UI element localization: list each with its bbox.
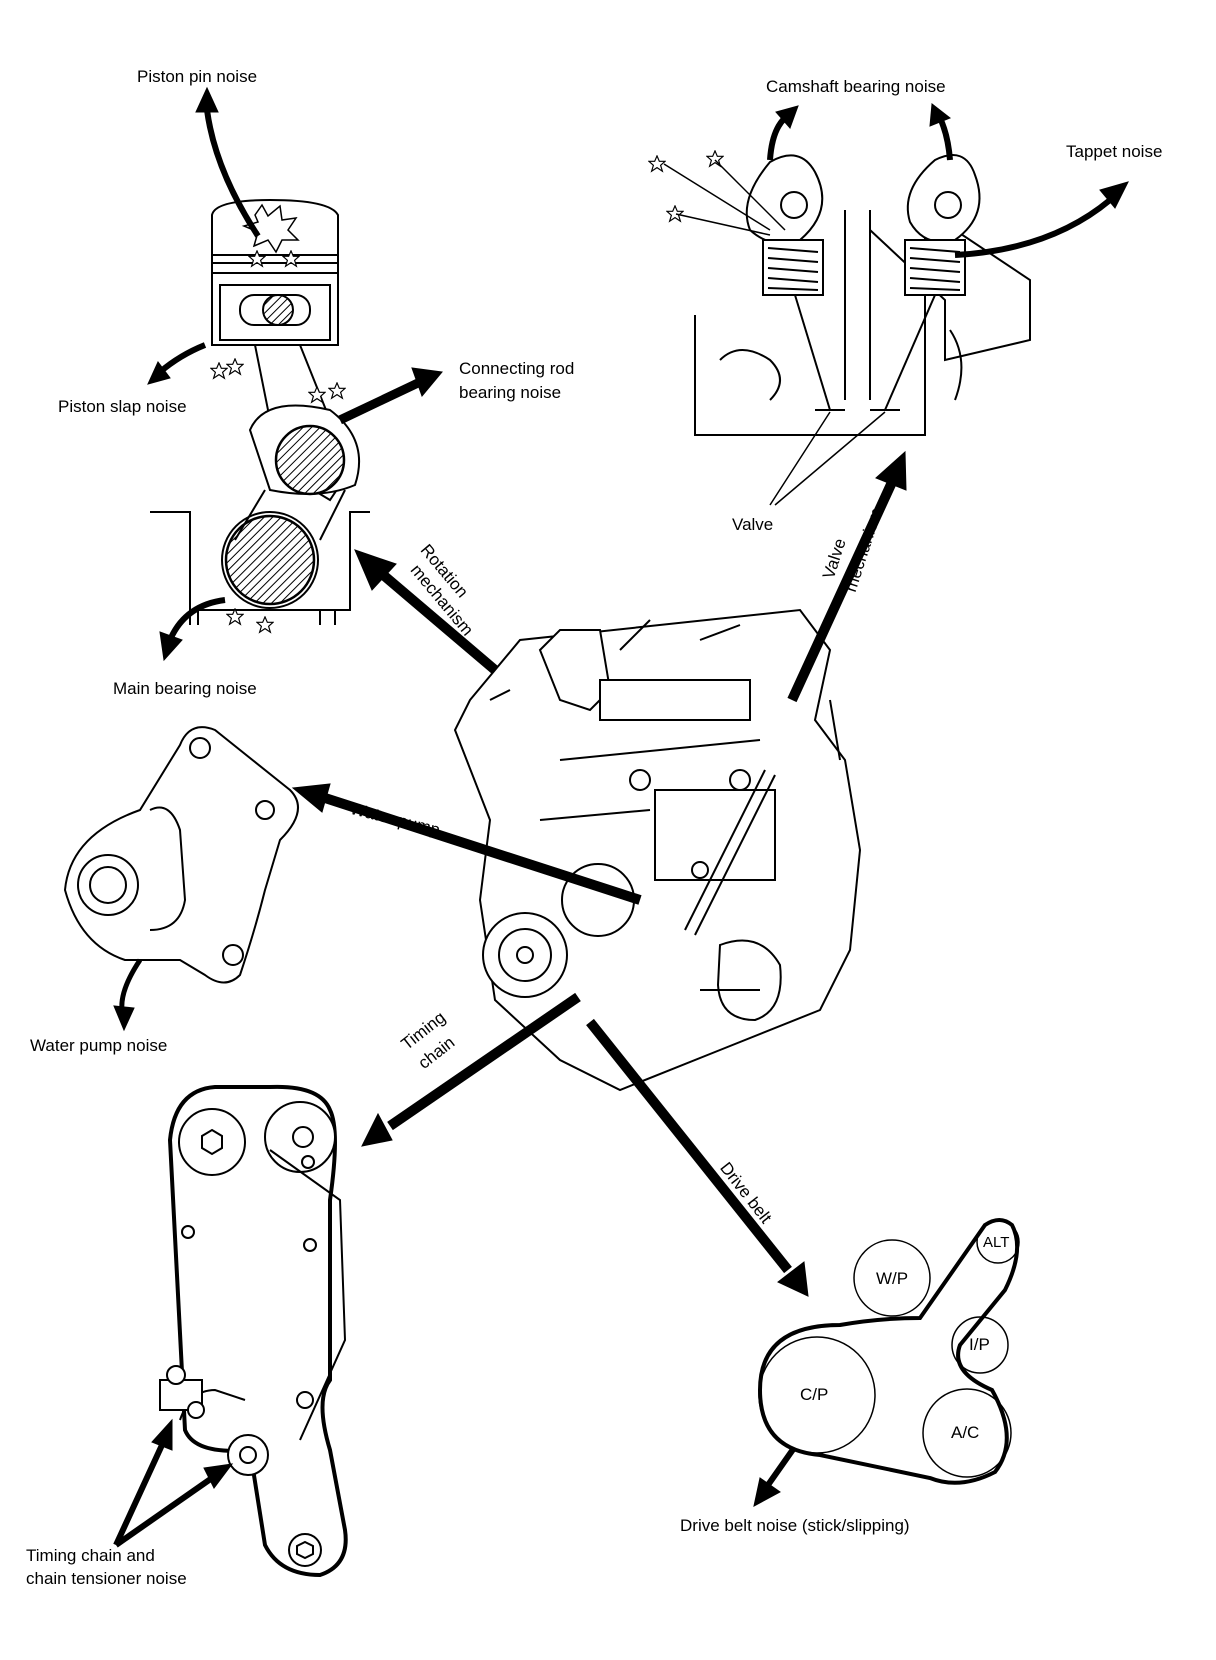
main-bearing-noise-label: Main bearing noise	[113, 679, 257, 698]
connecting-rod-label-line1: Connecting rod	[459, 359, 575, 378]
wp-pulley	[853, 1239, 931, 1317]
ip-pulley	[951, 1316, 1009, 1374]
drive-belt-layout	[757, 1218, 1020, 1485]
piston-pin-noise-label: Piston pin noise	[137, 67, 258, 86]
valve-label: Valve	[732, 515, 774, 534]
piston-noise-arrows	[147, 86, 443, 662]
valve-leader-lines	[663, 159, 886, 506]
alt-pulley-label: ALT	[983, 1234, 1010, 1251]
piston-assembly	[150, 198, 370, 625]
tappet-noise-label: Tappet noise	[1066, 142, 1163, 161]
ac-pulley	[922, 1388, 1012, 1478]
water-pump-noise-arrow	[113, 958, 143, 1032]
wp-pulley-label: W/P	[876, 1269, 909, 1288]
engine-block	[453, 608, 862, 1092]
timing-tensioner-arrows	[113, 1418, 234, 1548]
valve-train	[694, 154, 1031, 436]
timing-chain	[159, 1084, 348, 1578]
cp-pulley-label: C/P	[800, 1385, 829, 1404]
water-pump-noise-label: Water pump noise	[30, 1036, 168, 1055]
valve-noise-arrows	[767, 103, 1129, 258]
drive-belt-noise-arrow	[753, 1446, 797, 1507]
timing-chain-tensioner-label-line1: Timing chain and	[26, 1546, 155, 1565]
connecting-rod-label-line2: bearing noise	[459, 383, 562, 402]
piston-slap-noise-label: Piston slap noise	[58, 397, 187, 416]
ac-pulley-label: A/C	[951, 1423, 980, 1442]
ip-pulley-label: I/P	[969, 1335, 990, 1354]
drive-belt-noise-label: Drive belt noise (stick/slipping)	[680, 1516, 910, 1535]
water-pump	[63, 726, 299, 984]
camshaft-bearing-noise-label: Camshaft bearing noise	[766, 77, 946, 96]
engine-arrows	[291, 450, 907, 1297]
timing-chain-tensioner-label-line2: chain tensioner noise	[26, 1569, 187, 1588]
